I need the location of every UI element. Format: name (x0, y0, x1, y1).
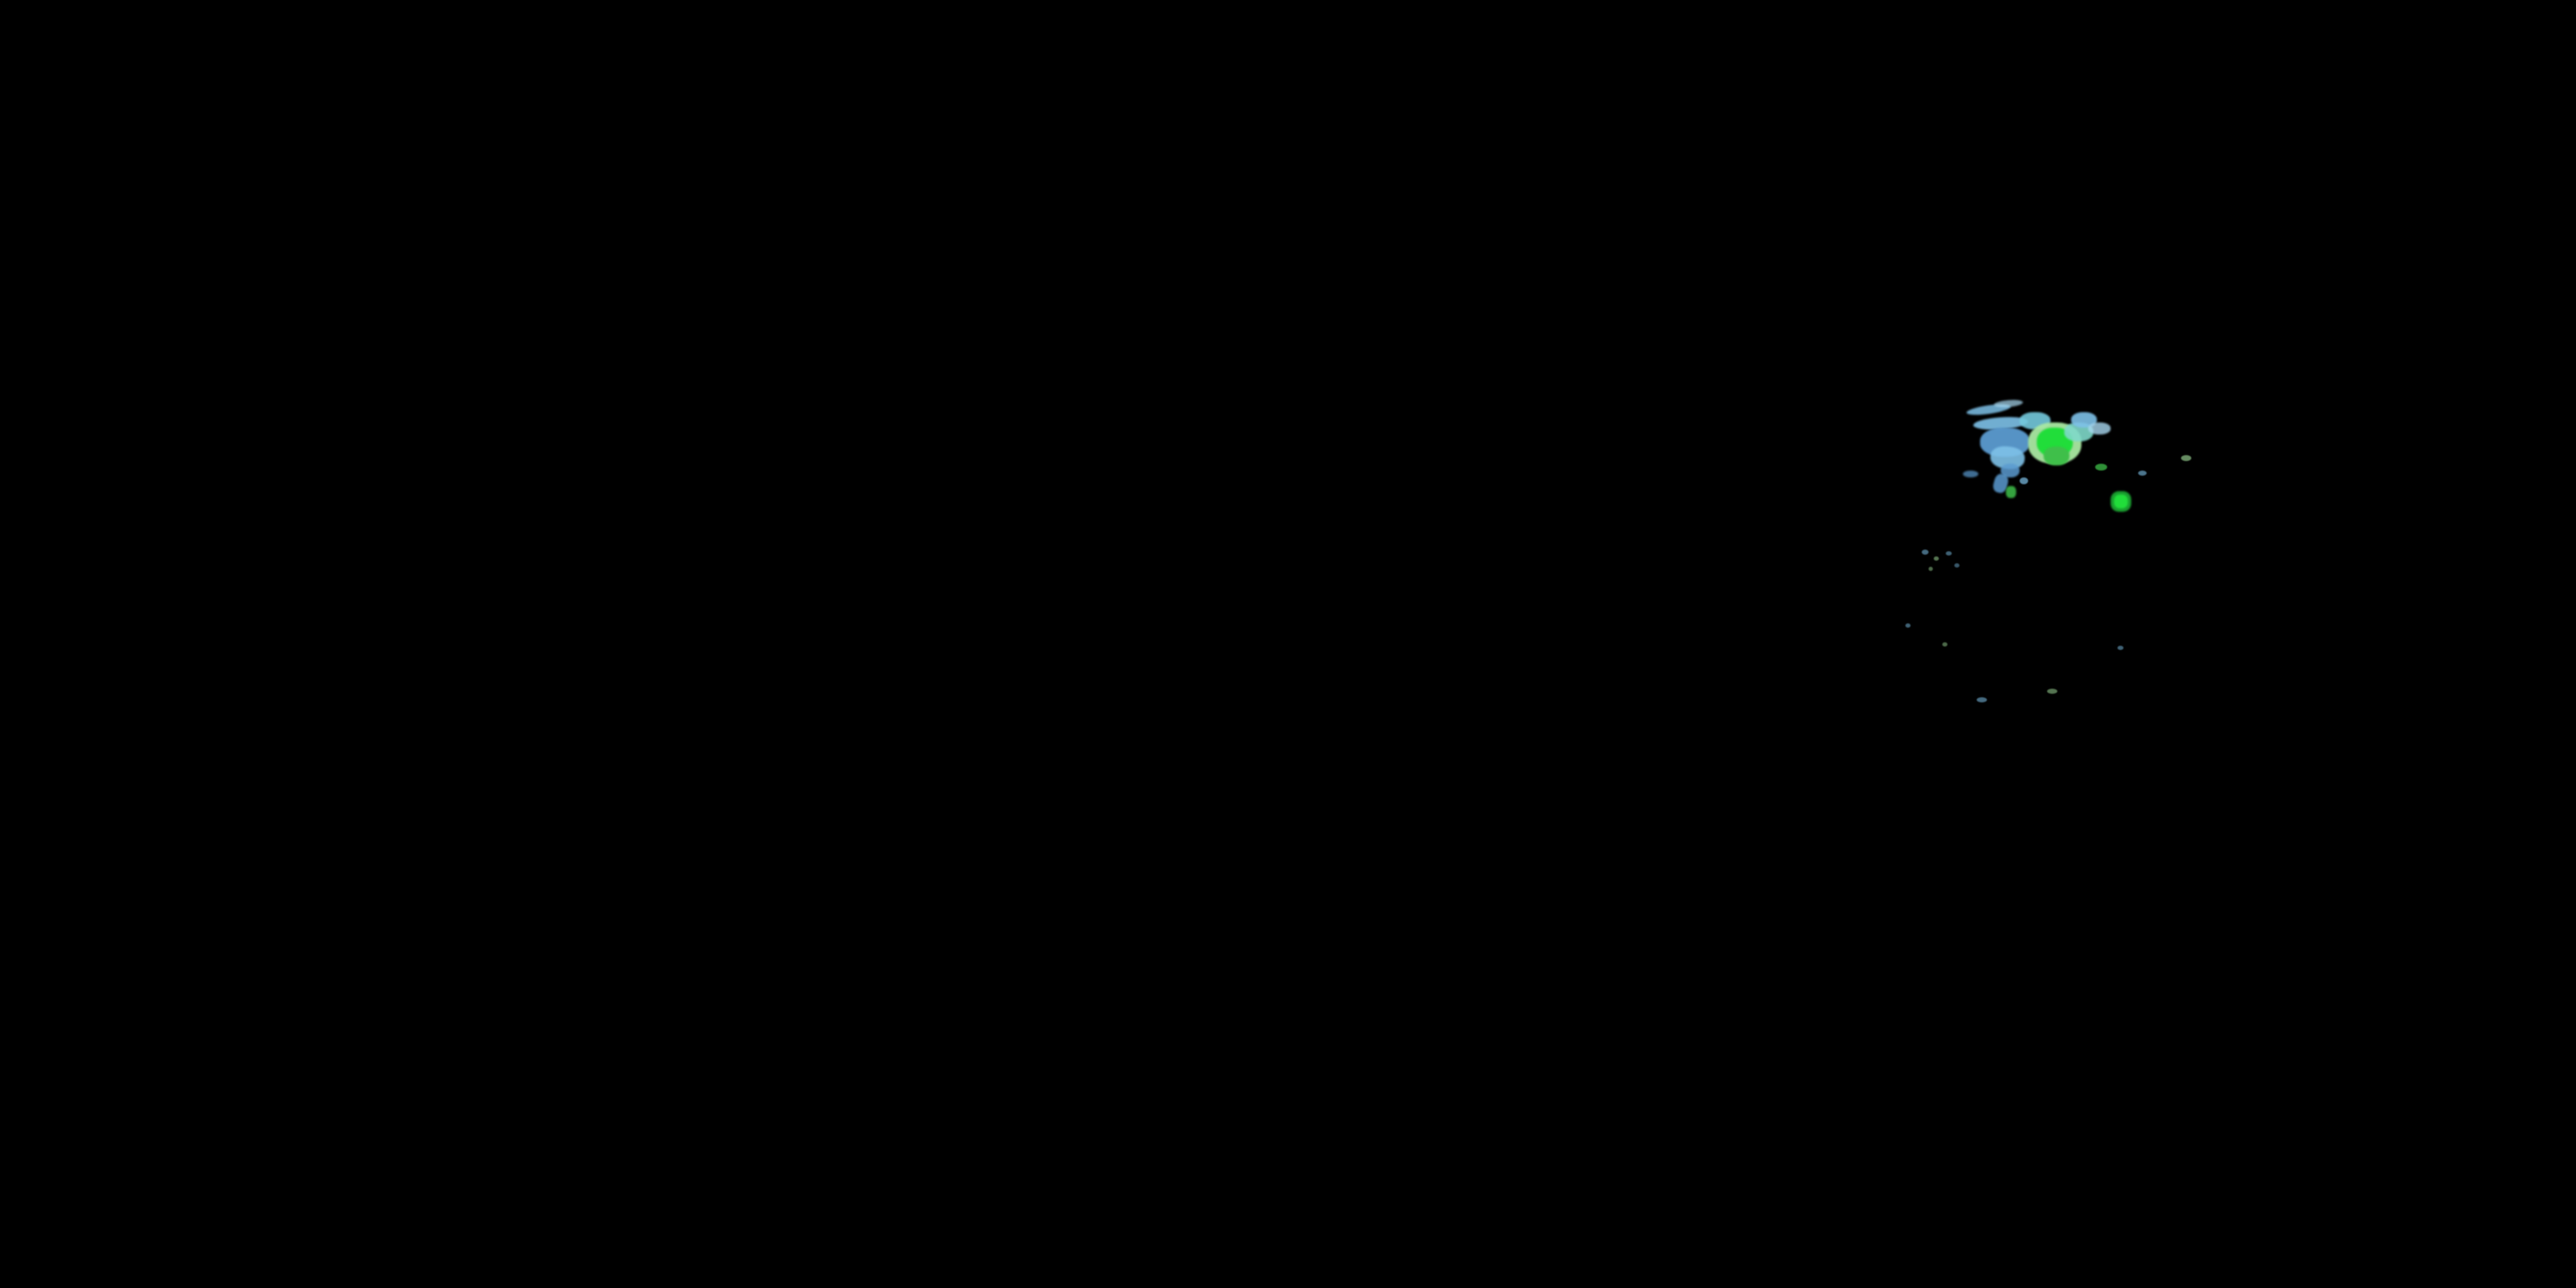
radar-echo (1954, 563, 1959, 568)
radar-echo (1963, 471, 1978, 477)
radar-echo (1934, 556, 1939, 561)
radar-echo (2088, 422, 2111, 434)
radar-echo (2138, 471, 2147, 476)
radar-echo (1922, 550, 1929, 555)
radar-echo (2044, 447, 2069, 465)
radar-echo (2001, 464, 2020, 477)
radar-echo (2095, 464, 2107, 471)
radar-echo (1905, 623, 1911, 628)
radar-echo (2117, 646, 2123, 650)
radar-echo (1942, 642, 1947, 647)
radar-echo (2114, 495, 2128, 508)
radar-echo (1946, 551, 1952, 556)
radar-echo (1993, 398, 2024, 409)
radar-echo (2006, 486, 2016, 498)
radar-echo (1929, 567, 1933, 571)
radar-echo (2181, 455, 2191, 461)
radar-echo (2047, 689, 2057, 694)
radar-echo (1977, 697, 1987, 702)
radar-echo (2020, 477, 2028, 484)
